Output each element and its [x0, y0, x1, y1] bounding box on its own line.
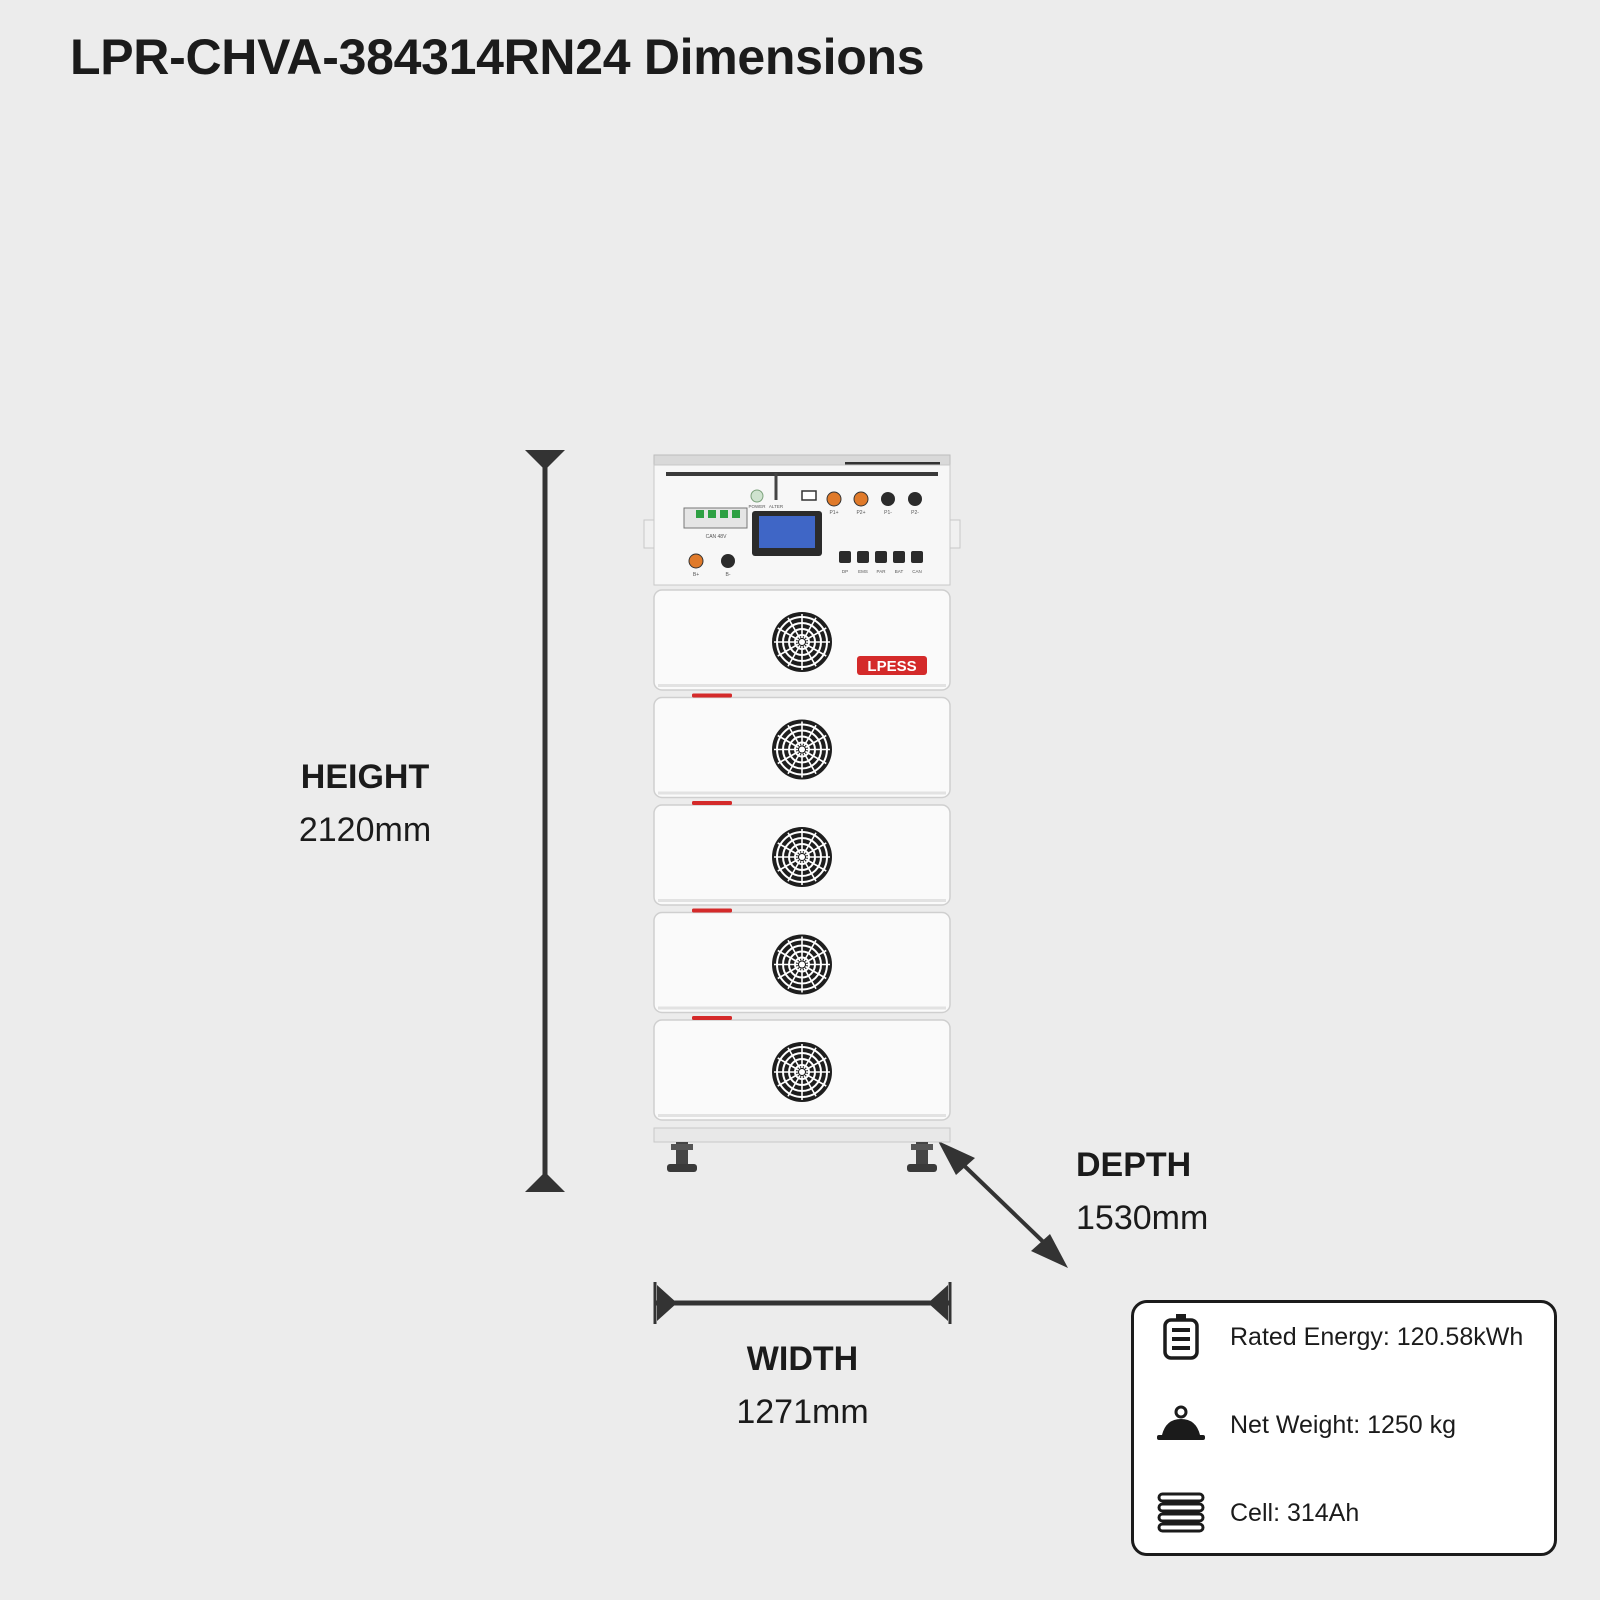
spec-box: Rated Energy: 120.58kWh Net Weight: 1250…: [1131, 1300, 1557, 1556]
battery-module: [653, 801, 951, 906]
spec-net-weight: Net Weight: 1250 kg: [1156, 1397, 1456, 1453]
spec-net-weight-text: Net Weight: 1250 kg: [1230, 1410, 1457, 1439]
comm-label-can: CAN: [912, 569, 922, 574]
battery-module: [653, 908, 951, 1014]
page-title: LPR-CHVA-384314RN24 Dimensions: [70, 29, 925, 85]
depth-name: DEPTH: [1076, 1146, 1192, 1184]
fan-icon: [772, 934, 832, 995]
width-label: WIDTH 1271mm: [700, 1340, 905, 1432]
indicator-power: POWER: [748, 504, 766, 509]
battery-module: [653, 1016, 951, 1121]
width-arrow: [653, 1282, 952, 1324]
cell-stack-icon: [1156, 1488, 1206, 1538]
brand-logo-text: LPESS: [867, 658, 916, 675]
width-value: 1271mm: [736, 1393, 869, 1431]
comm-label-ems: EMS: [858, 569, 868, 574]
battery-module: [653, 693, 951, 799]
module-latch: [692, 801, 732, 805]
width-name: WIDTH: [746, 1340, 859, 1378]
comm-label-bat: BAT: [895, 569, 904, 574]
foot-right: [907, 1142, 937, 1172]
spec-rated-energy: Rated Energy: 120.58kWh: [1156, 1309, 1523, 1365]
fan-icon: [772, 719, 832, 780]
fan-icon: [772, 1042, 832, 1102]
breaker-label: CAN 48V: [706, 534, 728, 540]
comm-label-par: PAR: [877, 569, 887, 574]
module-latch: [692, 1016, 732, 1020]
fan-icon: [772, 612, 832, 672]
spec-rated-energy-text: Rated Energy: 120.58kWh: [1230, 1322, 1524, 1351]
battery-modules: [653, 589, 951, 1121]
spec-cell: Cell: 314Ah: [1156, 1485, 1359, 1541]
port-label-p2-minus: P2-: [911, 510, 919, 516]
comm-label-dp: DP: [842, 569, 848, 574]
depth-arrow: [938, 1141, 1068, 1268]
battery-icon: [1156, 1312, 1206, 1362]
port-label-b-plus: B+: [693, 572, 699, 578]
port-label-b-minus: B-: [726, 572, 731, 578]
port-label-p2-plus: P2+: [856, 510, 865, 516]
height-label: HEIGHT 2120mm: [270, 758, 460, 850]
depth-value: 1530mm: [1076, 1199, 1209, 1237]
brand-logo: LPESS: [857, 656, 927, 675]
depth-label: DEPTH 1530mm: [1076, 1146, 1208, 1238]
height-arrow: [525, 450, 565, 1192]
height-value: 2120mm: [298, 811, 432, 849]
height-name: HEIGHT: [300, 758, 430, 796]
scale-icon: [1156, 1400, 1206, 1450]
controller-module: CAN 48V POWER ALTER P1+ P2+ P1- P2- B+ B…: [643, 464, 961, 586]
comm-ports: DP EMS PAR BAT CAN: [839, 551, 923, 574]
spec-cell-text: Cell: 314Ah: [1230, 1498, 1360, 1527]
indicator-alter: ALTER: [769, 504, 784, 509]
foot-left: [667, 1142, 697, 1172]
port-label-p1-minus: P1-: [884, 510, 892, 516]
battery-cabinet: CAN 48V POWER ALTER P1+ P2+ P1- P2- B+ B…: [643, 454, 961, 1172]
module-latch: [692, 908, 732, 913]
module-latch: [692, 693, 732, 698]
port-label-p1-plus: P1+: [829, 510, 838, 516]
fan-icon: [772, 827, 832, 887]
